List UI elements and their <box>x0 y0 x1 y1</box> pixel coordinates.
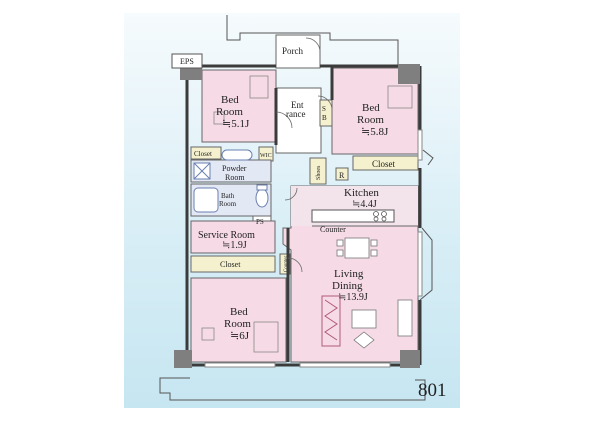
living-label-1: Living <box>334 268 364 280</box>
shoes-closet <box>309 157 327 185</box>
bedroom-ne-label-2: Room <box>357 114 384 126</box>
eps-label: EPS <box>180 57 194 66</box>
bedroom-nw-size: ≒5.1J <box>222 118 250 130</box>
sb-label-1: S <box>322 105 326 113</box>
closet-nw <box>190 146 222 160</box>
bathtub-icon <box>193 187 219 213</box>
windows <box>204 129 423 368</box>
bedroom-nw-label-2: Room <box>216 106 243 118</box>
powder-label-2: Room <box>225 173 245 182</box>
kitchen-size: ≒4.4J <box>352 199 377 210</box>
kitchen-label: Kitchen <box>344 187 379 199</box>
sb-label-2: B <box>322 114 327 122</box>
coffee-table-icon <box>351 309 377 349</box>
r-closet <box>335 167 349 181</box>
powder-label-1: Powder <box>222 164 247 173</box>
dining-table-icon <box>336 237 378 259</box>
ps-label: PS <box>256 218 264 226</box>
service-room <box>190 220 276 254</box>
bedroom-ne-size: ≒5.8J <box>361 126 389 138</box>
counter-closet <box>279 253 291 275</box>
bedroom-sw-label-1: Bed <box>230 306 248 318</box>
washer-icon <box>193 162 211 180</box>
toilet-icon <box>255 184 269 208</box>
closet-ne <box>352 155 419 171</box>
tv-icon <box>397 299 413 337</box>
sofa-icon <box>321 295 341 347</box>
living-size: ≒13.9J <box>338 292 368 303</box>
shoes-label: Shoes <box>316 165 322 180</box>
entrance-label-2: rance <box>286 109 305 119</box>
bath-label-1: Bath <box>221 192 235 200</box>
eps-box <box>171 53 203 69</box>
service-room-size: ≒1.9J <box>222 240 247 251</box>
bedroom-ne-label-1: Bed <box>362 102 380 114</box>
bedroom-nw-label-1: Bed <box>221 94 239 106</box>
bath-label-2: Room <box>219 200 237 208</box>
stove-icon <box>373 211 387 222</box>
bedroom-sw-label-2: Room <box>224 318 251 330</box>
porch-area <box>275 34 321 69</box>
counter-label: Counter <box>320 225 346 234</box>
r-label: R <box>339 171 345 180</box>
closet-mid-label: Closet <box>220 260 241 269</box>
wic-label: WIC <box>260 153 272 159</box>
bedroom-sw <box>190 277 287 363</box>
sb-closet <box>319 99 333 127</box>
living-label-2: Dining <box>332 280 363 292</box>
unit-number: 801 <box>418 380 447 401</box>
closet-mid <box>190 255 276 273</box>
kitchen-counter <box>311 209 395 223</box>
entrance-area <box>275 87 322 154</box>
service-room-label: Service Room <box>198 230 255 241</box>
bedroom-sw-size: ≒6J <box>230 330 250 342</box>
closet-ne-label: Closet <box>372 159 396 169</box>
doors <box>275 37 333 273</box>
bed-icons <box>201 75 413 353</box>
bedroom-nw <box>201 69 277 143</box>
counter-small-label: Counter <box>284 256 289 272</box>
entrance-label-1: Ent <box>291 100 304 110</box>
balcony-outline <box>159 15 434 401</box>
sink-icon <box>221 149 253 161</box>
closet-nw-label: Closet <box>194 150 212 158</box>
porch-label: Porch <box>282 46 303 56</box>
